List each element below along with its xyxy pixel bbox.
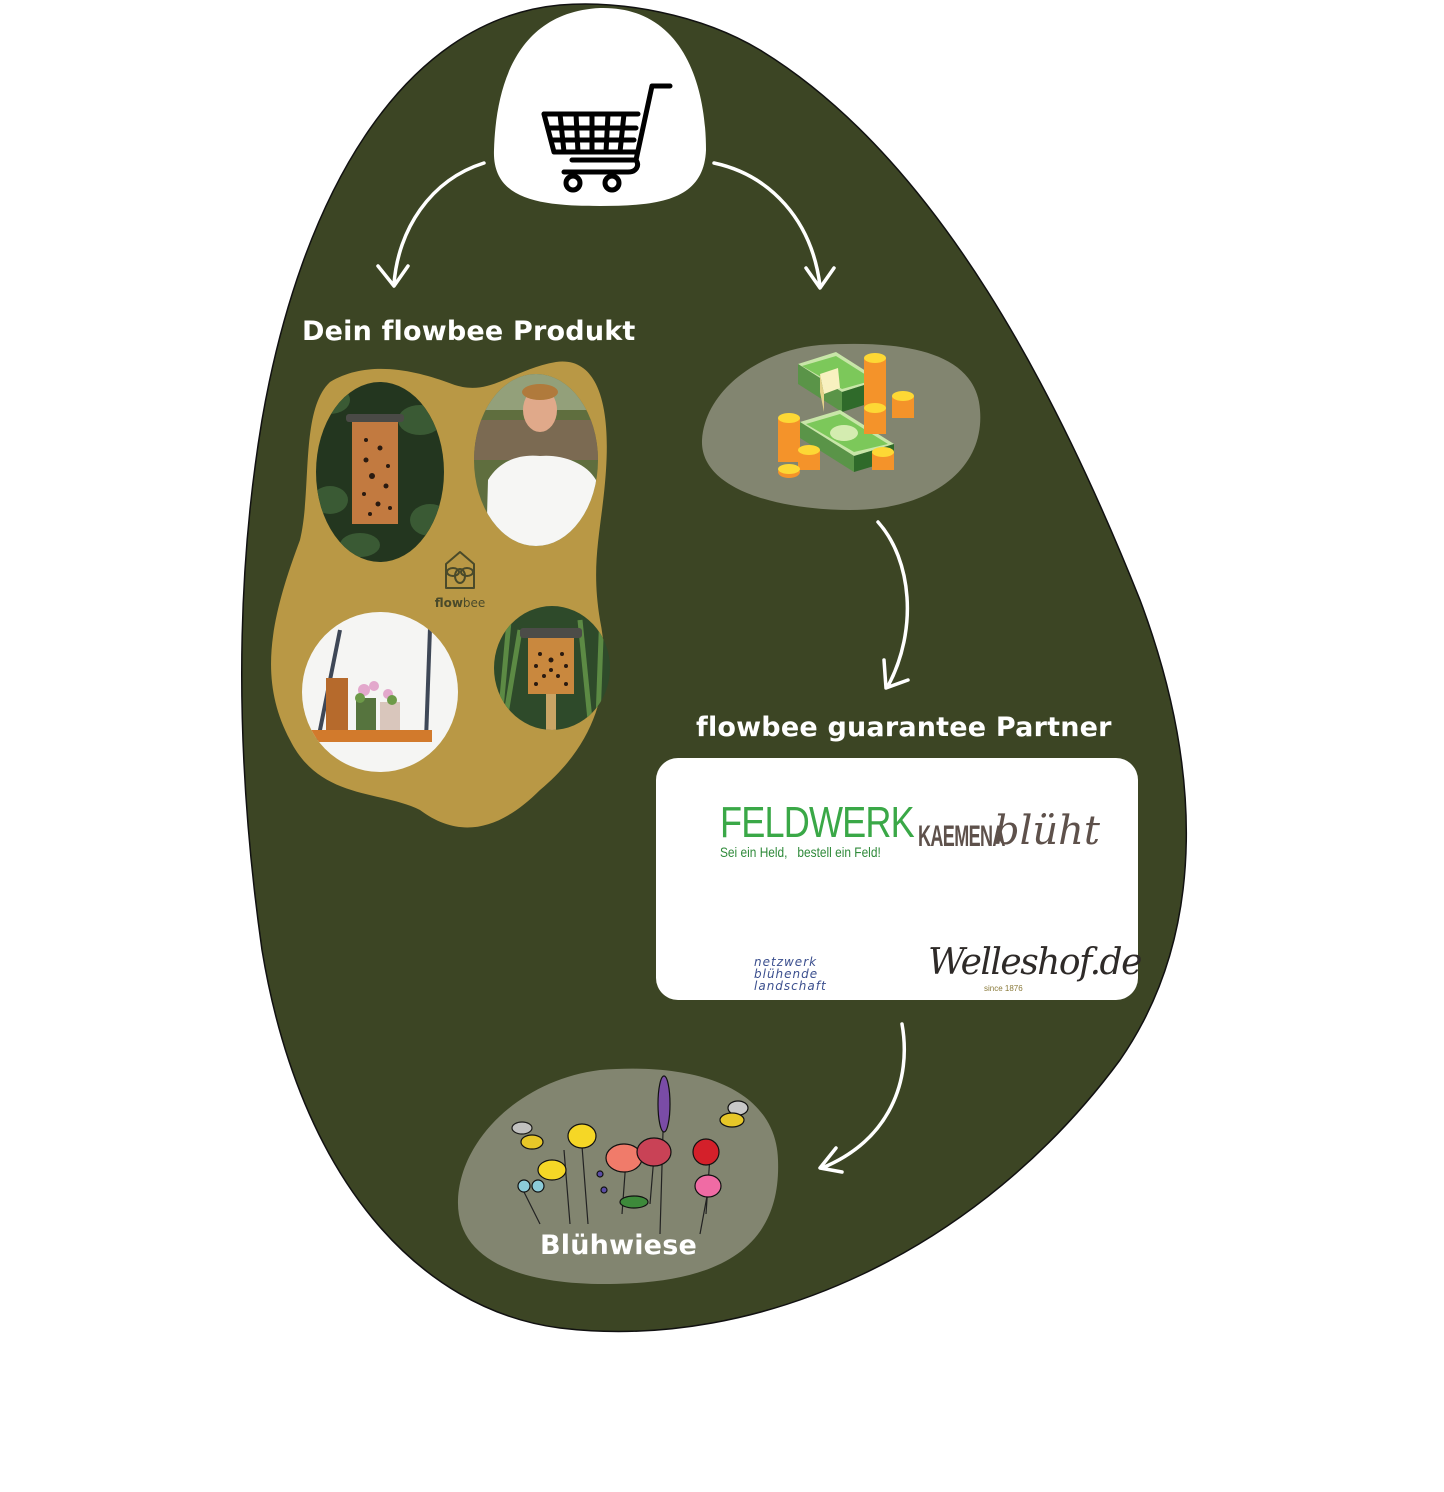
- arrow-cart-to-money: [712, 161, 836, 290]
- welleshof-since: since 1876: [984, 984, 1023, 993]
- photo-person-flowbee-shirt: [474, 374, 598, 546]
- photo-bee-hotel-garden: [494, 606, 610, 730]
- shopping-cart-icon: [541, 83, 673, 193]
- feldwerk-name: FELDWERK: [720, 798, 915, 847]
- flower-blue-buds: [517, 1170, 608, 1194]
- flower-lupine: [657, 1075, 671, 1133]
- arrow-money-to-partners: [876, 520, 910, 690]
- bee-left-icon: [511, 1121, 544, 1150]
- netzwerk-line-3: landschaft: [754, 979, 827, 993]
- wildflower-meadow-illustration: [511, 1075, 749, 1235]
- partner-logo-netzwerk[interactable]: netzwerk blühende landschaft: [734, 880, 844, 992]
- photo-bee-hotel-ivy: [316, 382, 444, 562]
- flowbee-logo-icon: [445, 551, 475, 589]
- coin-stack: [778, 353, 914, 478]
- flower-yellow: [537, 1123, 597, 1181]
- feldwerk-tagline-a: Sei ein Held,: [720, 844, 788, 860]
- flower-coral: [605, 1143, 643, 1173]
- feldwerk-tagline-b: bestell ein Feld!: [797, 844, 881, 860]
- money-and-coins-icon: [778, 352, 914, 478]
- partners-heading: flowbee guarantee Partner: [696, 712, 1112, 743]
- meadow-label: Blühwiese: [540, 1230, 697, 1261]
- meadow-bubble: [457, 1068, 779, 1285]
- netzwerk-name: netzwerk blühende landschaft: [754, 956, 827, 992]
- netzwerk-line-1: netzwerk: [754, 955, 818, 969]
- partner-logo-feldwerk[interactable]: FELDWERK Sei ein Held, bestell ein Feld!: [680, 776, 915, 868]
- kaemena-name-b: blüht: [994, 808, 1100, 854]
- flower-crimson: [636, 1137, 672, 1167]
- flowbee-logo-text: flowbee: [432, 596, 488, 610]
- kaemena-name-a: KAEMENA: [918, 820, 1005, 853]
- photo-hanging-shelf: [302, 612, 458, 772]
- arrow-cart-to-product: [376, 161, 486, 288]
- partners-card: FELDWERK Sei ein Held, bestell ein Feld!…: [656, 758, 1142, 1000]
- flower-pink: [694, 1174, 722, 1198]
- feldwerk-tagline: Sei ein Held, bestell ein Feld!: [720, 844, 881, 860]
- netzwerk-line-2: blühende: [754, 967, 819, 981]
- flowbee-logo-text-b: bee: [462, 596, 486, 610]
- cart-bubble: [493, 7, 706, 206]
- flowbee-logo-text-a: flow: [434, 596, 463, 610]
- partner-logo-kaemena[interactable]: KAEMENA blüht: [918, 794, 1128, 874]
- flower-red: [692, 1138, 720, 1166]
- bee-right-icon: [719, 1100, 749, 1128]
- arrow-partners-to-meadow: [818, 1022, 907, 1174]
- partner-logo-welleshof[interactable]: Welleshof.de since 1876: [928, 918, 1142, 998]
- welleshof-name: Welleshof.de: [928, 942, 1142, 983]
- product-heading: Dein flowbee Produkt: [302, 316, 636, 347]
